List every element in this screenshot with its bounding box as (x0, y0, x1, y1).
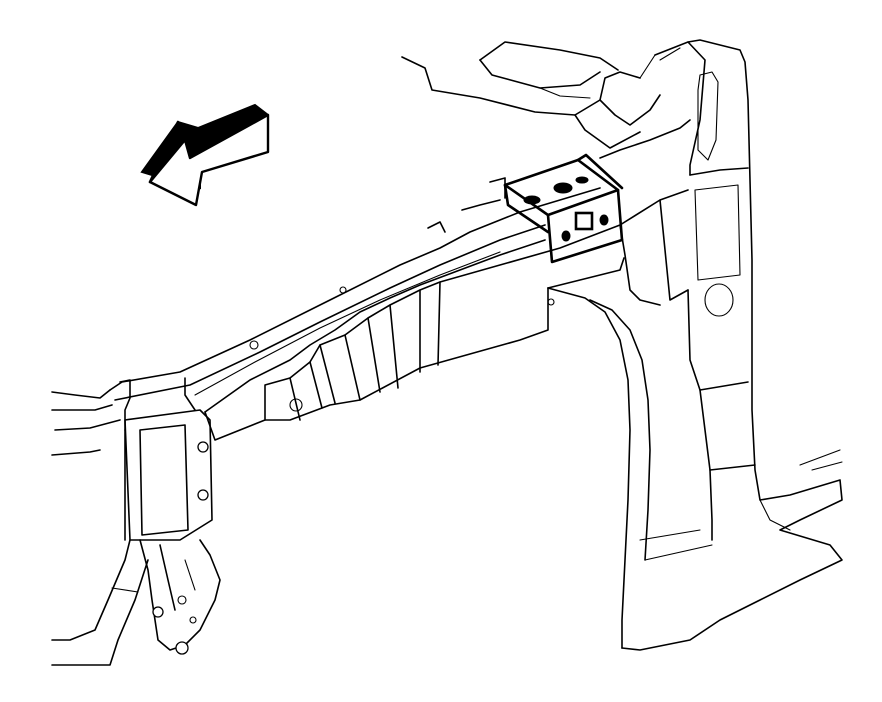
fastener-hole (152, 606, 164, 618)
lower-rail (204, 189, 689, 441)
fastener-hole (197, 489, 209, 501)
upper-cowl-panel (401, 41, 661, 149)
bracket-square-hole (574, 211, 594, 231)
bracket-hole (553, 182, 573, 194)
direction-arrow-icon (140, 103, 270, 207)
bracket-hole (575, 176, 589, 184)
bracket-hole (561, 230, 571, 242)
wheelhouse-opening (547, 287, 713, 649)
bracket (503, 153, 624, 264)
fastener-hole (175, 641, 189, 655)
bracket-hole (523, 195, 541, 205)
bracket-hole (599, 214, 609, 226)
hinge-pillar (599, 39, 843, 651)
radiator-support (51, 379, 221, 666)
fastener-hole (197, 441, 209, 453)
